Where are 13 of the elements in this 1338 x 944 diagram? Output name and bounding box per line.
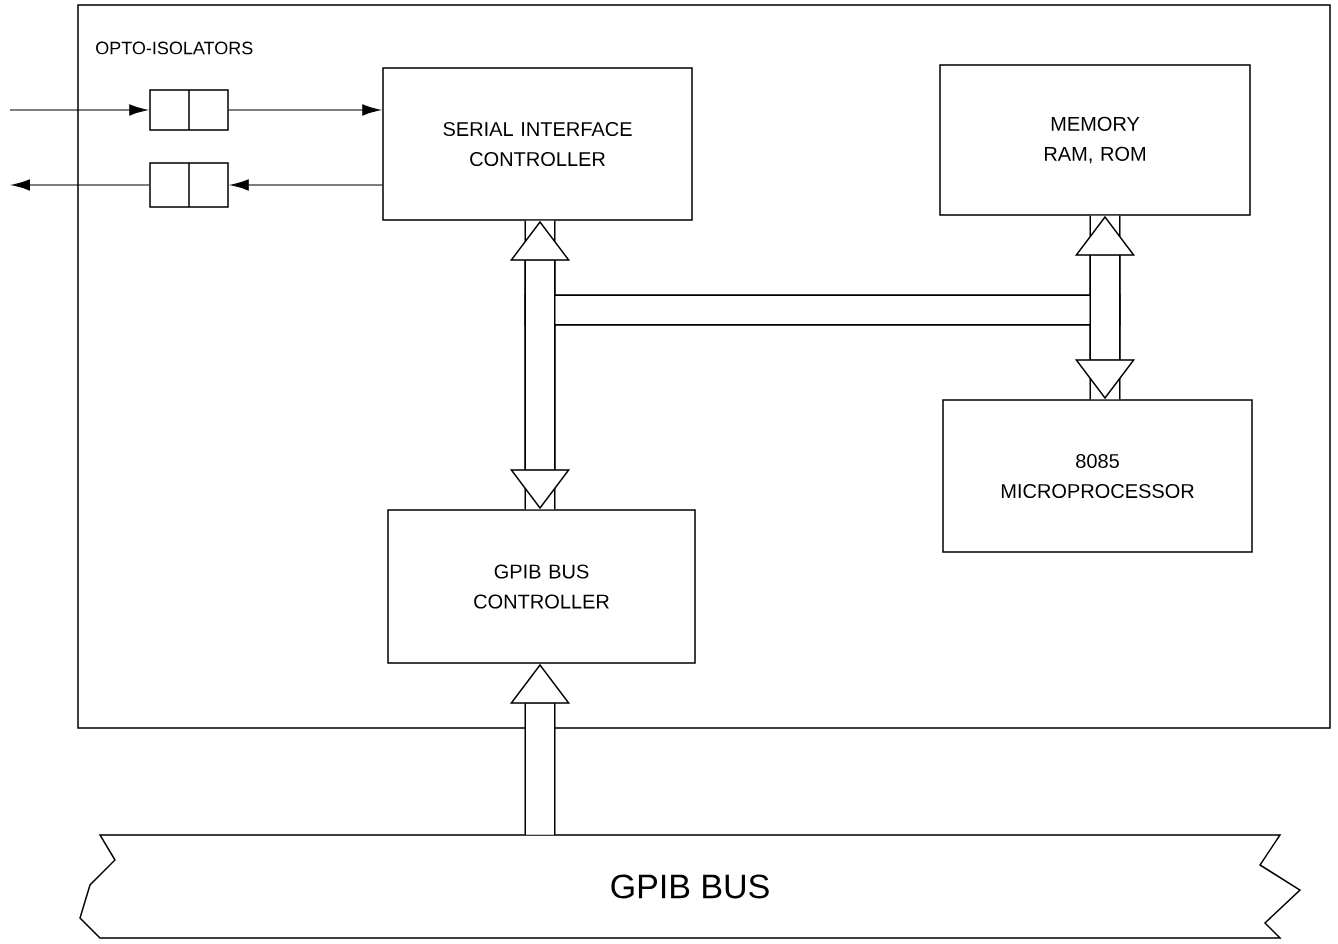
frame-box [77, 4, 1331, 729]
group-label: OPTO-ISOLATORS [96, 41, 253, 55]
block-box: GPIB BUS CONTROLLER [387, 509, 696, 664]
block-box: MEMORY RAM, ROM [939, 64, 1251, 216]
arrow [12, 179, 150, 191]
arrow [9, 104, 147, 116]
arrow [228, 104, 380, 116]
opto-isolator [149, 89, 229, 131]
block-box: 8085 MICROPROCESSOR [942, 399, 1253, 553]
block-box: SERIAL INTERFACE CONTROLLER [382, 67, 693, 221]
bus-band: GPIB BUS [79, 834, 1302, 939]
opto-isolator [149, 162, 229, 208]
arrow [231, 179, 383, 191]
